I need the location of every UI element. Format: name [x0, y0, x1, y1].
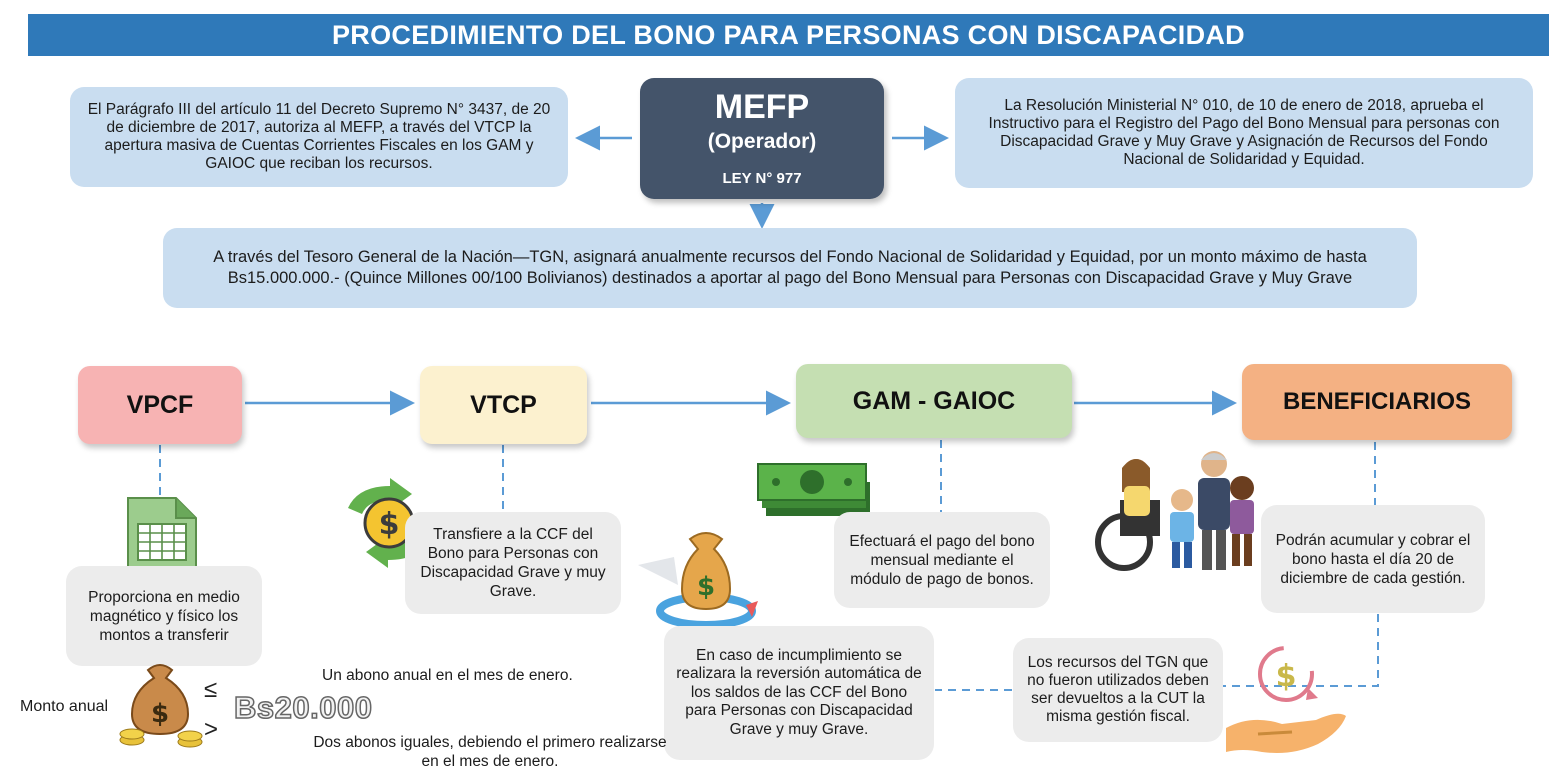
entity-vtcp: VTCP — [420, 366, 587, 444]
tgn-note: A través del Tesoro General de la Nación… — [163, 228, 1417, 308]
dashed-return-path — [1212, 614, 1379, 687]
option-le: Un abono anual en el mes de enero. — [322, 667, 573, 684]
step-devolucion: Los recursos del TGN que no fueron utili… — [1013, 638, 1223, 742]
mefp-law: LEY N° 977 — [722, 170, 802, 187]
svg-text:$: $ — [151, 699, 169, 729]
family-icon — [1095, 451, 1254, 571]
step-reversion: En caso de incumplimiento se realizara l… — [664, 626, 934, 760]
svg-text:$: $ — [379, 507, 400, 542]
money-bag-refund-icon: $ — [638, 532, 758, 629]
le-symbol: ≤ — [204, 676, 218, 703]
mefp-name: MEFP — [714, 88, 810, 126]
step-vpcf: Proporciona en medio magnético y físico … — [66, 566, 262, 666]
money-bag-coins-icon: $ — [119, 664, 203, 748]
left-note: El Parágrafo III del artículo 11 del Dec… — [70, 87, 568, 187]
monto-label: Monto anual — [20, 698, 109, 715]
entity-gam-gaioc: GAM - GAIOC — [796, 364, 1072, 438]
option-gt: Dos abonos iguales, debiendo el primero … — [313, 734, 667, 770]
entity-vpcf: VPCF — [78, 366, 242, 444]
right-note: La Resolución Ministerial N° 010, de 10 … — [955, 78, 1533, 188]
entity-beneficiarios: BENEFICIARIOS — [1242, 364, 1512, 440]
step-vtcp: Transfiere a la CCF del Bono para Person… — [405, 512, 621, 614]
step-gam: Efectuará el pago del bono mensual media… — [834, 512, 1050, 608]
svg-text:$: $ — [1276, 659, 1297, 694]
spreadsheet-icon — [127, 497, 197, 571]
page-title: PROCEDIMIENTO DEL BONO PARA PERSONAS CON… — [28, 14, 1549, 56]
amount-badge: Bs20.000 — [233, 689, 373, 726]
mefp-role: (Operador) — [707, 130, 817, 153]
mefp-box: MEFP (Operador) LEY N° 977 — [640, 78, 884, 199]
svg-text:$: $ — [697, 572, 715, 602]
step-beneficiarios: Podrán acumular y cobrar el bono hasta e… — [1261, 505, 1485, 613]
cash-stack-icon — [757, 463, 870, 516]
gt-symbol: > — [204, 716, 219, 743]
hand-coin-icon: $ — [1226, 646, 1346, 753]
